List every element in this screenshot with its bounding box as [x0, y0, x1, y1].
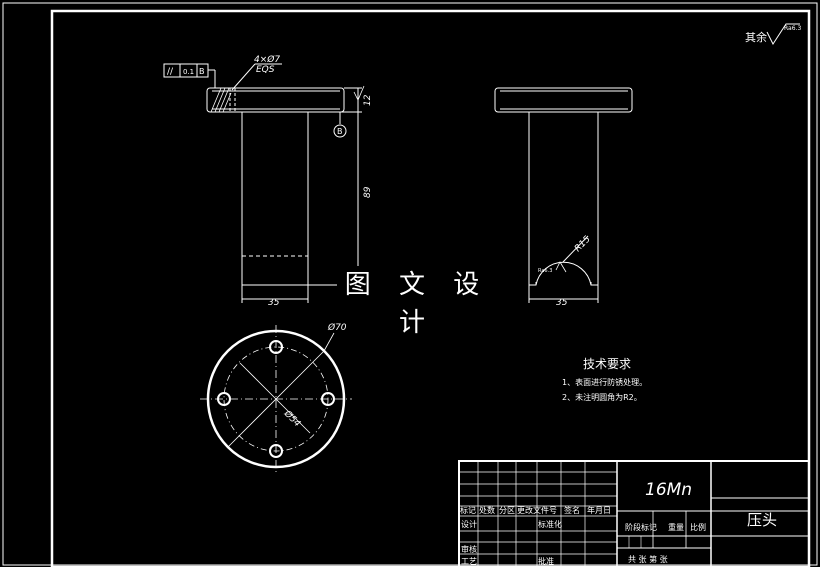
- row-standard: 标准化: [538, 519, 562, 529]
- datum-label: B: [337, 127, 343, 136]
- watermark: 图 文 设 计: [337, 266, 497, 338]
- hole-callout: 4×Ø7: [254, 54, 280, 65]
- row-approve: 批准: [538, 556, 554, 566]
- dim-front-width: 35: [268, 298, 280, 308]
- front-view-labels: 4×Ø7 EQS // 0.1 B B 12 89 35: [167, 54, 373, 308]
- tech-title: 技术要求: [583, 357, 631, 371]
- bolt-hole-left: [217, 392, 231, 406]
- row-design: 设计: [461, 519, 477, 529]
- weight: 重量: [668, 522, 684, 532]
- side-flange: [494, 87, 633, 113]
- title-block-labels: 16Mn 压头 标记 处数 分区 更改文件号 签名 年月日 设计 标准化 审核 …: [460, 480, 777, 566]
- bolt-hole-right: [321, 392, 335, 406]
- header-date: 年月日: [587, 505, 611, 515]
- dim-pitch-diameter: Ø54: [281, 408, 303, 430]
- roughness-note: 其余 Ra6.3: [745, 23, 801, 46]
- bottom-view: [200, 325, 352, 473]
- header-mark: 标记: [460, 505, 476, 515]
- header-change-doc: 更改文件号: [517, 505, 557, 515]
- tolerance-datum: B: [199, 67, 205, 76]
- scale: 比例: [690, 522, 706, 532]
- bolt-hole-top: [269, 340, 283, 354]
- material: 16Mn: [645, 480, 692, 500]
- sheets: 共 张 第 张: [628, 554, 668, 564]
- row-process: 工艺: [461, 557, 477, 566]
- row-review: 审核: [461, 544, 477, 554]
- roughness-value: Ra6.3: [784, 25, 801, 32]
- tech-item-2: 2、未注明圆角为R2。: [562, 392, 642, 402]
- front-view: [163, 63, 365, 303]
- dim-radius: R15: [573, 234, 593, 254]
- dim-outer-diameter: Ø70: [327, 322, 347, 333]
- side-view: [494, 87, 633, 303]
- tolerance-value: 0.1: [183, 68, 194, 76]
- hole-callout-sub: EQS: [256, 65, 275, 75]
- part-name: 压头: [747, 511, 777, 529]
- stage-mark: 阶段标记: [625, 522, 657, 532]
- side-radius-cutout: [529, 261, 598, 286]
- bolt-hole-bottom: [269, 444, 283, 458]
- tech-requirements: 技术要求 1、表面进行防锈处理。 2、未注明圆角为R2。: [562, 357, 647, 402]
- bottom-view-labels: Ø70 Ø54: [281, 322, 347, 429]
- roughness-small: Ra6.3: [538, 268, 552, 274]
- roughness-symbol-icon: [766, 23, 800, 46]
- sheet-border-inner: [50, 9, 811, 567]
- roughness-prefix: 其余: [745, 30, 767, 44]
- hole-section-hatch: [210, 87, 232, 113]
- header-zone: 分区: [499, 506, 515, 515]
- front-shaft: [241, 111, 309, 286]
- dim-side-width: 35: [556, 298, 568, 308]
- title-block: [458, 460, 810, 567]
- tech-item-1: 1、表面进行防锈处理。: [562, 377, 647, 387]
- header-count: 处数: [479, 505, 495, 515]
- tolerance-symbol: //: [167, 67, 174, 77]
- header-signature: 签名: [564, 505, 580, 515]
- dim-flange-thickness: 12: [363, 94, 373, 106]
- dim-height: 89: [363, 186, 373, 198]
